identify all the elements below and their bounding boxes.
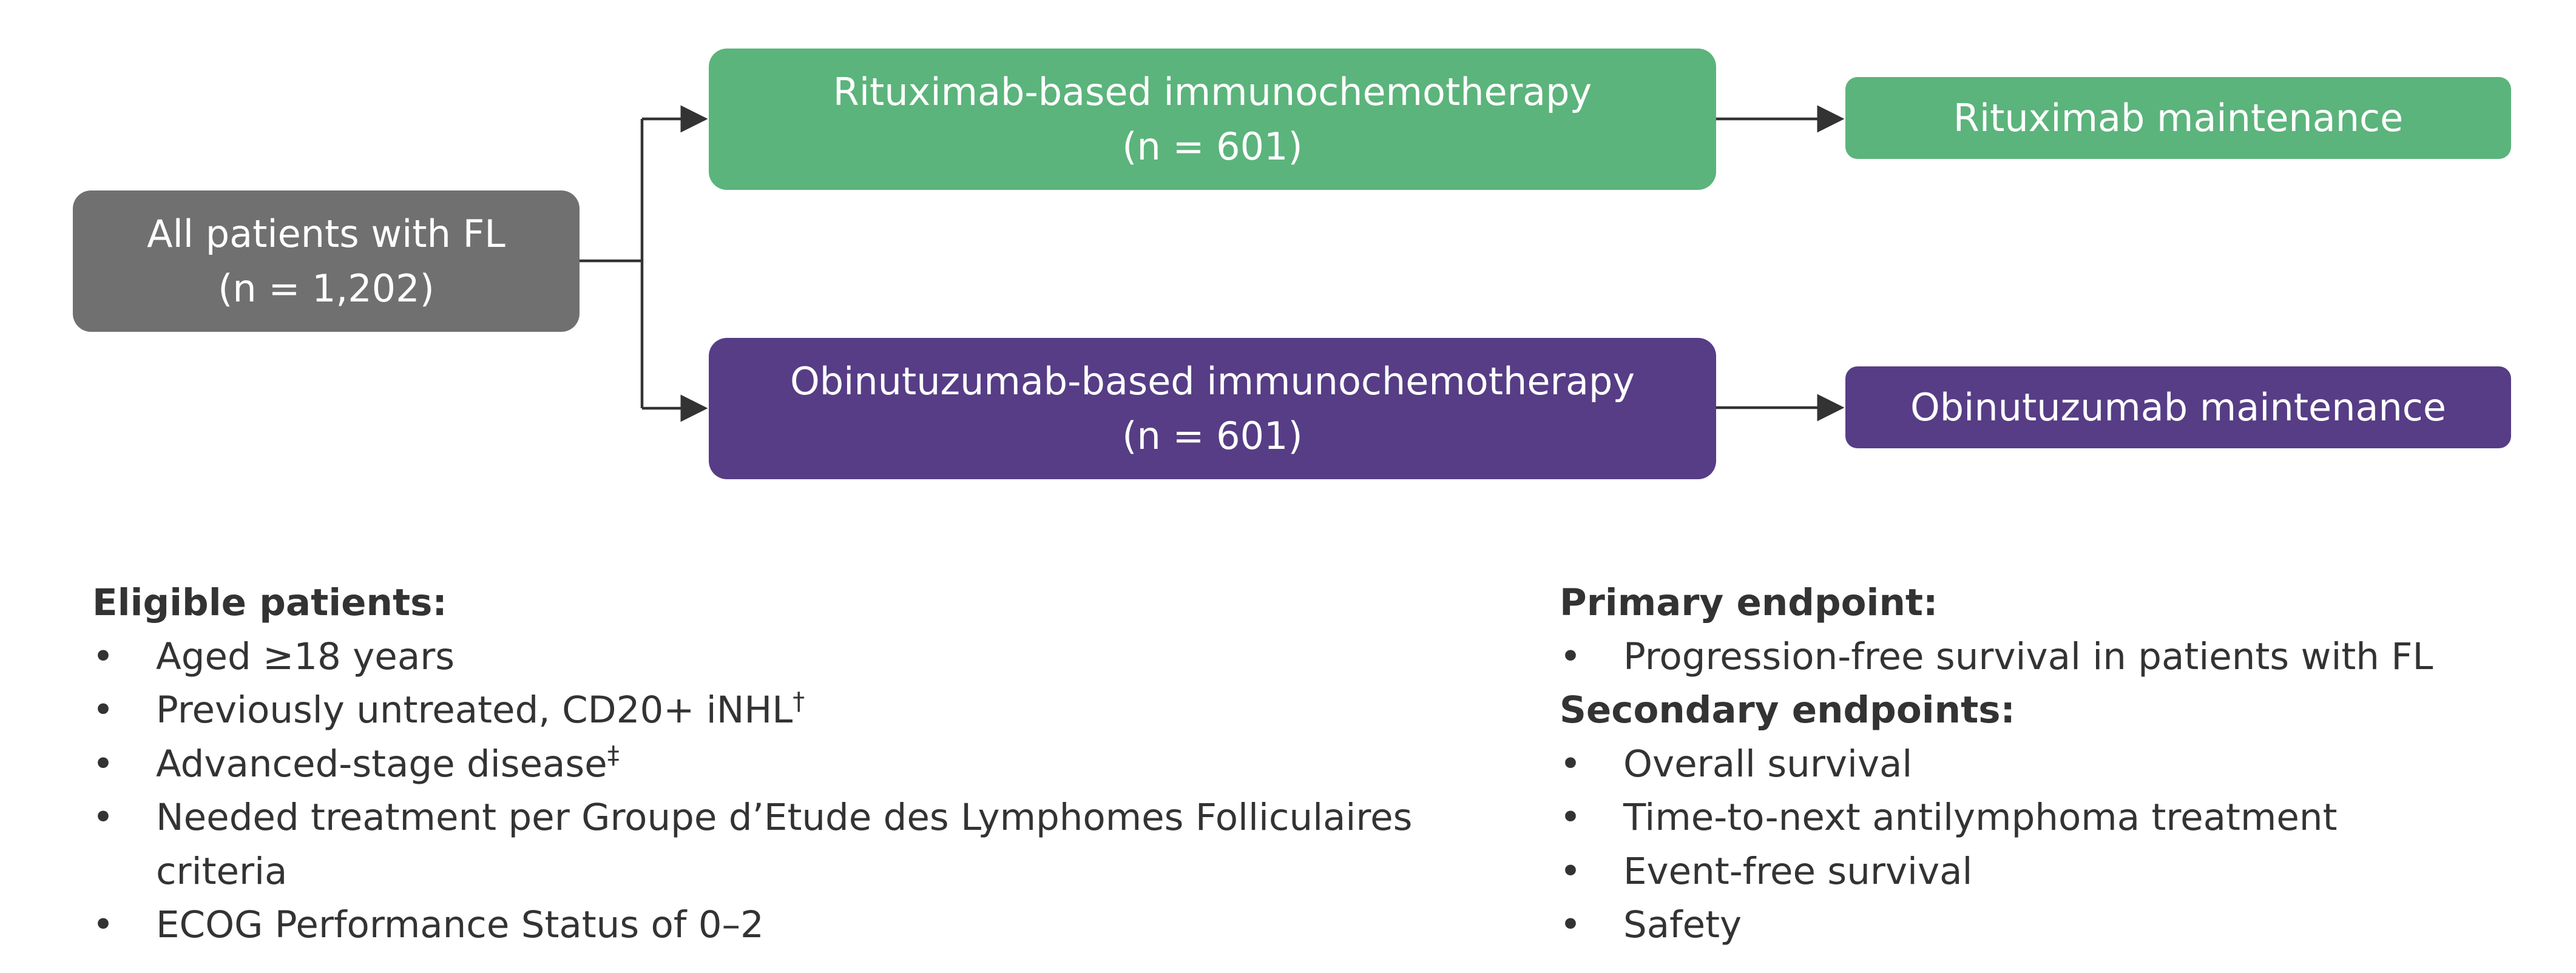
obinutuzumab-arm-box: Obinutuzumab-based immunochemotherapy (n… (709, 338, 1716, 479)
bullet-icon: • (1560, 903, 1581, 946)
secondary-endpoint-text: Event-free survival (1623, 849, 1973, 893)
bullet-icon: • (92, 689, 114, 732)
primary-endpoint-text: Progression-free survival in patients wi… (1623, 635, 2433, 678)
obinutuzumab-maintenance-box: Obinutuzumab maintenance (1845, 366, 2511, 448)
rituximab-maintenance-label: Rituximab maintenance (1953, 95, 2404, 140)
all-patients-count: (n = 1,202) (218, 266, 434, 311)
secondary-endpoint-text: Overall survival (1623, 742, 1913, 786)
eligibility-item-text: Previously untreated, CD20+ iNHL (156, 689, 793, 732)
bullet-icon: • (1560, 796, 1581, 839)
rituximab-maintenance-box: Rituximab maintenance (1845, 77, 2511, 159)
bullet-icon: • (1560, 742, 1581, 786)
bullet-icon: • (1560, 635, 1581, 678)
bullet-icon: • (92, 796, 114, 839)
list-item: • Progression-free survival in patients … (1560, 630, 2530, 684)
list-item: • Advanced-stage disease‡ (92, 738, 1488, 792)
bullet-icon: • (92, 635, 114, 678)
primary-endpoint-heading: Primary endpoint: (1560, 581, 1938, 624)
list-item: • Time-to-next antilymphoma treatment (1560, 791, 2530, 845)
list-item: • Aged ≥18 years (92, 630, 1488, 684)
footnote-dagger: † (793, 687, 805, 716)
bullet-icon: • (92, 903, 114, 946)
obinutuzumab-maintenance-label: Obinutuzumab maintenance (1910, 385, 2447, 429)
list-item: • Needed treatment per Groupe d’Etude de… (92, 791, 1488, 898)
all-patients-box: All patients with FL (n = 1,202) (73, 190, 580, 332)
list-item: • Previously untreated, CD20+ iNHL† (92, 684, 1488, 738)
endpoints-section: Primary endpoint: • Progression-free sur… (1560, 576, 2530, 952)
eligibility-item-text: Advanced-stage disease (156, 742, 607, 786)
list-item: • Overall survival (1560, 738, 2530, 792)
list-item: • Safety (1560, 898, 2530, 952)
rituximab-arm-box: Rituximab-based immunochemotherapy (n = … (709, 49, 1716, 190)
secondary-endpoint-text: Safety (1623, 903, 1742, 946)
list-item: • ECOG Performance Status of 0–2 (92, 898, 1488, 952)
eligibility-item-text: Aged ≥18 years (156, 635, 455, 678)
eligibility-section: Eligible patients: • Aged ≥18 years • Pr… (92, 576, 1488, 952)
footnote-double-dagger: ‡ (607, 741, 620, 770)
primary-endpoint-list: • Progression-free survival in patients … (1560, 630, 2530, 684)
bullet-icon: • (1560, 849, 1581, 893)
secondary-endpoint-text: Time-to-next antilymphoma treatment (1623, 796, 2338, 839)
all-patients-label: All patients with FL (147, 211, 505, 256)
secondary-endpoints-heading: Secondary endpoints: (1560, 689, 2015, 732)
secondary-endpoints-list: • Overall survival • Time-to-next antily… (1560, 738, 2530, 952)
obinutuzumab-arm-label: Obinutuzumab-based immunochemotherapy (789, 359, 1635, 403)
obinutuzumab-arm-count: (n = 601) (1122, 413, 1303, 458)
eligibility-list: • Aged ≥18 years • Previously untreated,… (92, 630, 1488, 952)
eligibility-item-text: Needed treatment per Groupe d’Etude des … (156, 796, 1413, 893)
eligibility-heading: Eligible patients: (92, 581, 447, 624)
rituximab-arm-label: Rituximab-based immunochemotherapy (833, 69, 1592, 114)
eligibility-item-text: ECOG Performance Status of 0–2 (156, 903, 764, 946)
bullet-icon: • (92, 742, 114, 786)
rituximab-arm-count: (n = 601) (1122, 124, 1303, 169)
list-item: • Event-free survival (1560, 845, 2530, 899)
